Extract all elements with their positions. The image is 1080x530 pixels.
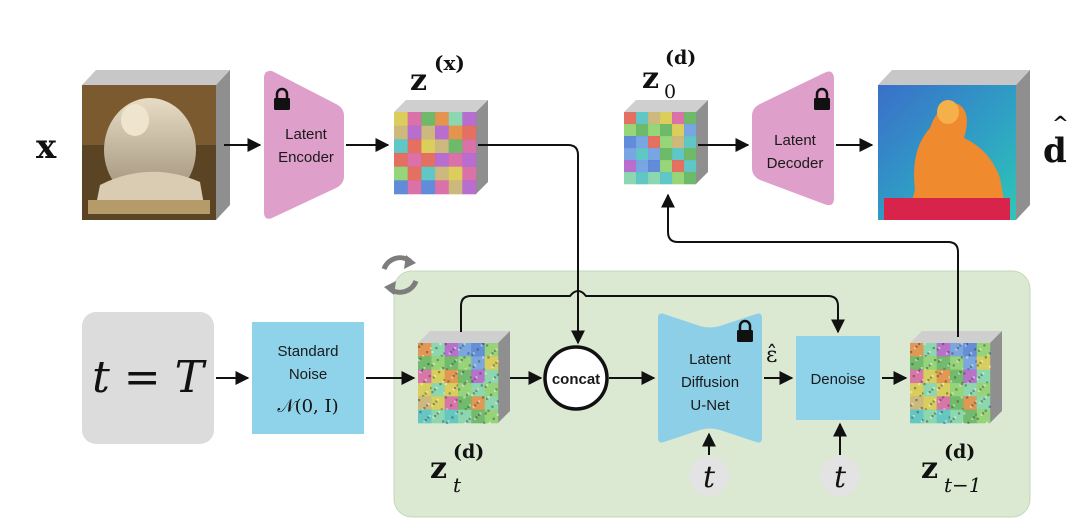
latent-zx-cube bbox=[394, 100, 488, 195]
unet-label-3: U-Net bbox=[690, 397, 730, 414]
svg-text:z: z bbox=[921, 451, 938, 486]
timestep-box: t = T bbox=[82, 312, 214, 444]
unet-label-2: Diffusion bbox=[681, 374, 739, 391]
unet-t-label: t bbox=[703, 460, 716, 495]
arrow-zt1-to-z0 bbox=[661, 193, 959, 337]
decoder-label-1: Latent bbox=[774, 132, 817, 149]
lock-icon bbox=[274, 87, 290, 110]
lock-icon bbox=[814, 87, 830, 110]
arrows bbox=[216, 138, 959, 455]
unet-label-1: Latent bbox=[689, 351, 732, 368]
refresh-cycle-icon bbox=[381, 255, 419, 295]
svg-text:(x): (x) bbox=[434, 51, 465, 75]
svg-text:^: ^ bbox=[1052, 111, 1069, 135]
input-image-cube bbox=[82, 70, 230, 220]
latent-zt1-cube bbox=[910, 331, 1002, 424]
label-z0: z (d) 0 bbox=[642, 47, 696, 103]
denoise-label: Denoise bbox=[810, 371, 865, 388]
latent-diffusion-unet: Latent Diffusion U-Net bbox=[658, 313, 762, 443]
svg-text:(d): (d) bbox=[944, 441, 975, 463]
concat-label: concat bbox=[552, 371, 600, 388]
noise-formula: 𝒩(0, I) bbox=[277, 396, 338, 417]
svg-text:t: t bbox=[453, 473, 462, 497]
standard-noise-box: Standard Noise 𝒩(0, I) bbox=[252, 322, 364, 434]
unet-timestep-token: t bbox=[689, 456, 729, 496]
lock-icon bbox=[737, 319, 753, 342]
label-zt1: z (d) t−1 bbox=[921, 441, 982, 497]
label-zx: z (x) bbox=[410, 51, 465, 98]
svg-text:z: z bbox=[430, 451, 447, 486]
decoder-label-2: Decoder bbox=[767, 155, 824, 172]
label-zt: z (d) t bbox=[430, 441, 484, 497]
arrow-zx-to-concat bbox=[478, 144, 585, 345]
denoise-timestep-token: t bbox=[820, 456, 860, 496]
concat-node: concat bbox=[543, 345, 609, 411]
svg-text:t−1: t−1 bbox=[944, 473, 982, 497]
denoise-t-label: t bbox=[834, 460, 847, 495]
depth-output-cube bbox=[878, 70, 1030, 220]
svg-text:(d): (d) bbox=[453, 441, 484, 463]
noise-label-1: Standard bbox=[278, 343, 339, 360]
svg-text:z: z bbox=[410, 63, 427, 98]
encoder-label-1: Latent bbox=[285, 126, 328, 143]
denoise-box: Denoise bbox=[796, 336, 880, 420]
label-d-hat-text: d bbox=[1043, 131, 1067, 171]
latent-z0-cube bbox=[624, 100, 708, 185]
label-d-hat: d ^ bbox=[1043, 111, 1069, 171]
arrow-zt-skip-to-denoise bbox=[460, 290, 845, 334]
svg-text:z: z bbox=[642, 61, 659, 96]
latent-decoder: Latent Decoder bbox=[752, 71, 834, 206]
timestep-label: t = T bbox=[92, 352, 208, 403]
noise-label-2: Noise bbox=[289, 366, 327, 383]
label-x: x bbox=[36, 127, 57, 167]
label-epsilon-hat: ε̂ bbox=[766, 343, 777, 368]
latent-zt-cube bbox=[418, 331, 510, 424]
svg-text:0: 0 bbox=[664, 81, 676, 103]
svg-text:(d): (d) bbox=[665, 47, 696, 69]
encoder-label-2: Encoder bbox=[278, 149, 334, 166]
